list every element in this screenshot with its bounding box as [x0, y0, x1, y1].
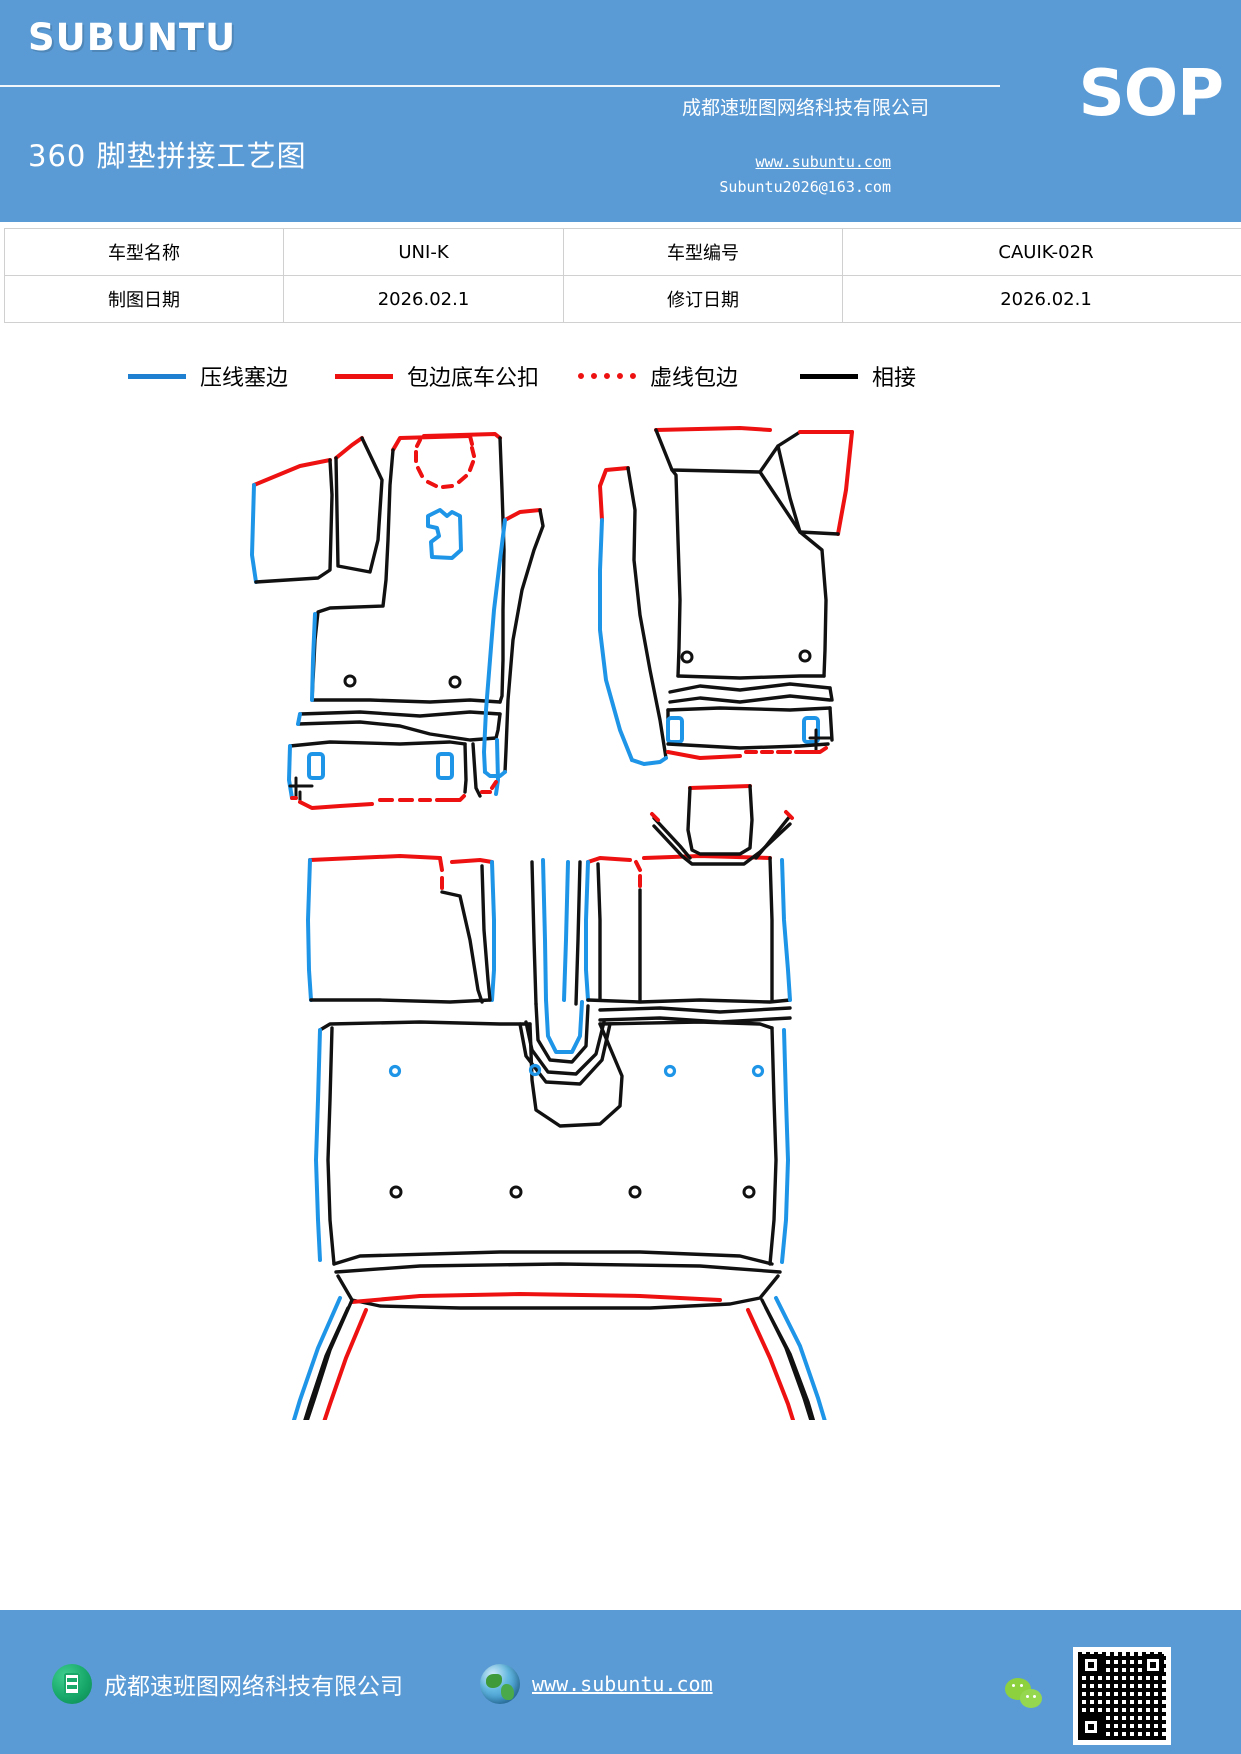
brand-logo: SUBUNTU	[28, 16, 237, 59]
globe-icon	[480, 1664, 520, 1704]
piece-center-tunnel-drop	[518, 858, 612, 1086]
qr-finder-top-left	[1080, 1654, 1102, 1676]
qr-finder-top-right	[1142, 1654, 1164, 1676]
piece-front-center-curved-strip	[482, 508, 545, 778]
footer-website[interactable]: www.subuntu.com	[480, 1664, 713, 1704]
cell-revise-date-value: 2026.02.1	[842, 275, 1241, 323]
cell-draw-date-value: 2026.02.1	[283, 275, 564, 323]
legend: 压线塞边 包边底车公扣 虚线包边 相接	[0, 356, 1241, 400]
page-footer: 成都速班图网络科技有限公司 www.subuntu.com	[0, 1610, 1241, 1754]
piece-center-console-cover	[650, 784, 794, 866]
legend-swatch-dashed-red-line-icon	[578, 373, 636, 379]
legend-swatch-black-line-icon	[800, 373, 858, 379]
wechat-eye	[1033, 1695, 1036, 1698]
technical-drawing	[0, 400, 1241, 1420]
wechat-eye	[1020, 1684, 1023, 1687]
header-company-name: 成都速班图网络科技有限公司	[681, 97, 929, 119]
building-icon	[52, 1664, 92, 1704]
wechat-bubble-small	[1020, 1689, 1042, 1708]
qr-finder-bottom-left	[1080, 1716, 1102, 1738]
piece-second-row-right-panel	[584, 854, 792, 1024]
table-row: 车型名称 UNI-K 车型编号 CAUIK-02R	[4, 228, 1241, 276]
page-header: SUBUNTU 360 脚垫拼接工艺图 成都速班图网络科技有限公司 SOP ww…	[0, 0, 1241, 222]
piece-rear-skirt-and-legs	[291, 1274, 827, 1420]
footer-company-label: 成都速班图网络科技有限公司	[104, 1674, 403, 1700]
floor-mat-pattern-svg	[250, 426, 854, 1420]
header-website-link[interactable]: www.subuntu.com	[755, 153, 891, 171]
legend-label-press-edge: 压线塞边	[200, 366, 289, 391]
cell-model-name-label: 车型名称	[4, 228, 284, 276]
legend-item-binding-buckle: 包边底车公扣	[335, 356, 539, 396]
legend-item-press-edge: 压线塞边	[128, 356, 288, 396]
header-divider	[0, 85, 1000, 87]
legend-item-joint: 相接	[800, 356, 916, 396]
qr-code[interactable]	[1073, 1647, 1171, 1745]
page-title: 360 脚垫拼接工艺图	[28, 139, 307, 173]
piece-front-left-lower-bar	[287, 738, 500, 810]
legend-label-binding-buckle: 包边底车公扣	[407, 366, 540, 391]
legend-item-dashed-binding: 虚线包边	[578, 356, 738, 396]
sop-badge: SOP	[1078, 57, 1224, 131]
cell-draw-date-label: 制图日期	[4, 275, 284, 323]
header-email[interactable]: Subuntu2026@163.com	[719, 178, 891, 196]
cell-revise-date-label: 修订日期	[563, 275, 843, 323]
footer-company: 成都速班图网络科技有限公司	[52, 1664, 403, 1704]
wechat-eye	[1012, 1684, 1015, 1687]
table-row: 制图日期 2026.02.1 修订日期 2026.02.1	[4, 275, 1241, 323]
legend-swatch-red-line-icon	[335, 373, 393, 379]
cell-model-code-label: 车型编号	[563, 228, 843, 276]
vehicle-info-table: 车型名称 UNI-K 车型编号 CAUIK-02R 制图日期 2026.02.1…	[4, 228, 1241, 323]
legend-swatch-blue-line-icon	[128, 373, 186, 379]
legend-label-joint: 相接	[872, 366, 917, 391]
qr-code-pattern	[1078, 1652, 1166, 1740]
footer-website-label[interactable]: www.subuntu.com	[532, 1672, 713, 1696]
piece-second-row-left-panel	[306, 854, 496, 1004]
piece-front-left-mat	[250, 432, 506, 742]
piece-front-right-mat	[598, 426, 854, 766]
wechat-eye	[1026, 1695, 1029, 1698]
legend-label-dashed-binding: 虚线包边	[650, 366, 739, 391]
cell-model-name-value: UNI-K	[283, 228, 564, 276]
wechat-icon	[1005, 1678, 1049, 1712]
piece-rear-floor-main-panel	[314, 1020, 790, 1274]
cell-model-code-value: CAUIK-02R	[842, 228, 1241, 276]
